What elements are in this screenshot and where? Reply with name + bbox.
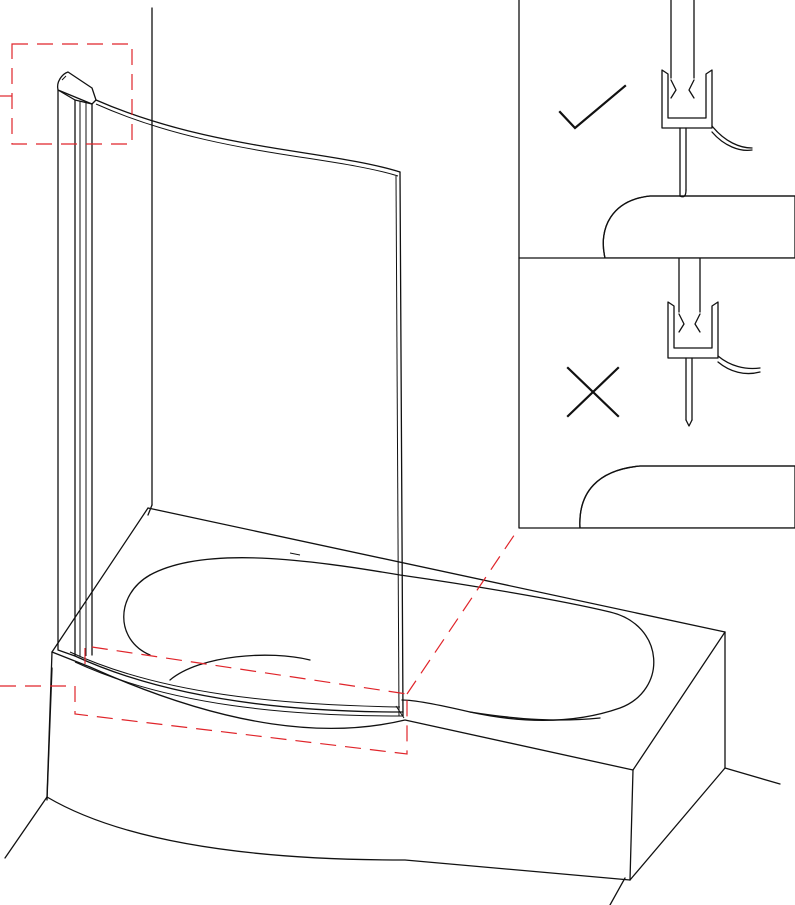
hinge-highlight-box <box>11 43 133 145</box>
highlight-callouts <box>0 43 520 755</box>
correct-seal-detail <box>602 0 795 258</box>
cross-mark-icon <box>566 366 620 418</box>
check-mark-icon <box>558 84 627 130</box>
detail-inset <box>518 0 795 529</box>
wall-lines <box>4 7 781 905</box>
bath-tub <box>46 507 726 881</box>
incorrect-seal-detail <box>579 258 795 528</box>
shower-screen <box>56 71 405 719</box>
seal-leader-line <box>406 527 520 695</box>
